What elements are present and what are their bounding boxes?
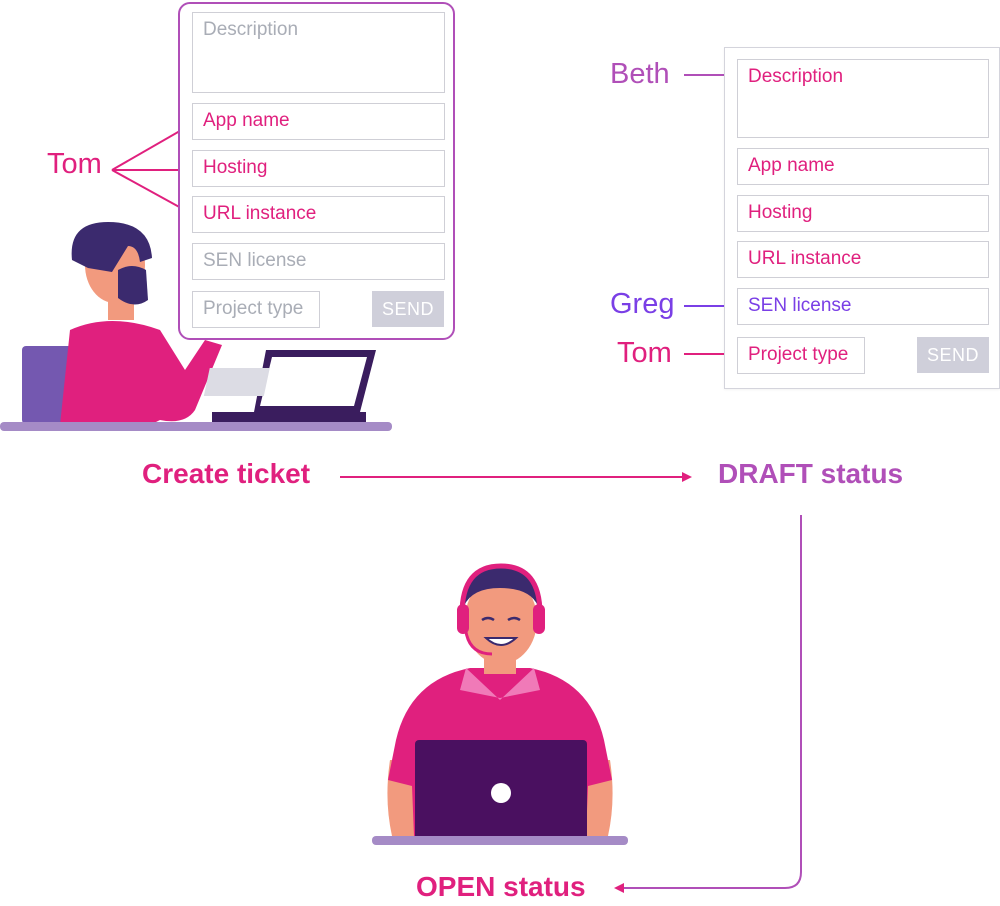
project-type-label: Project type [203, 298, 304, 319]
hosting-field[interactable]: Hosting [192, 150, 445, 187]
description-label: Description [203, 19, 299, 40]
create-ticket-form: Description App name Hosting URL instanc… [178, 2, 455, 340]
app-name-label: App name [203, 110, 290, 131]
draft-hosting-label: Hosting [748, 202, 813, 223]
draft-app-name-field[interactable]: App name [737, 148, 989, 185]
stage-draft-status: DRAFT status [718, 458, 904, 489]
draft-url-instance-label: URL instance [748, 248, 862, 269]
sen-license-field[interactable]: SEN license [192, 243, 445, 280]
draft-sen-license-field[interactable]: SEN license [737, 288, 989, 325]
tom-shirt [60, 321, 222, 425]
person-label-tom-draft: Tom [617, 337, 672, 369]
laptop-logo-icon [491, 783, 511, 803]
hosting-label: Hosting [203, 157, 268, 178]
draft-description-label: Description [748, 66, 844, 87]
agent-desk [372, 836, 628, 845]
person-label-beth: Beth [610, 58, 670, 90]
stage-create-ticket: Create ticket [142, 458, 311, 489]
draft-ticket-form: Description App name Hosting URL instanc… [724, 47, 1000, 389]
stage-open-status: OPEN status [416, 871, 586, 902]
person-label-greg: Greg [610, 288, 675, 320]
tom-desk [0, 422, 392, 431]
description-field[interactable]: Description [192, 12, 445, 93]
url-instance-field[interactable]: URL instance [192, 196, 445, 233]
draft-project-type-field[interactable]: Project type [737, 337, 865, 374]
draft-url-instance-field[interactable]: URL instance [737, 241, 989, 278]
draft-hosting-field[interactable]: Hosting [737, 195, 989, 232]
project-type-field[interactable]: Project type [192, 291, 320, 328]
arrow-draft-to-open [614, 515, 802, 893]
draft-project-type-label: Project type [748, 344, 849, 365]
tom-hair [71, 222, 152, 272]
url-instance-label: URL instance [203, 203, 317, 224]
agent-hair [463, 564, 539, 606]
draft-app-name-label: App name [748, 155, 835, 176]
person-label-tom-create: Tom [47, 148, 102, 180]
send-button[interactable]: SEND [372, 291, 444, 327]
draft-send-button[interactable]: SEND [917, 337, 989, 373]
draft-sen-license-label: SEN license [748, 295, 852, 316]
draft-description-field[interactable]: Description [737, 59, 989, 138]
sen-license-label: SEN license [203, 250, 307, 271]
app-name-field[interactable]: App name [192, 103, 445, 140]
agent-illustration [372, 563, 628, 845]
